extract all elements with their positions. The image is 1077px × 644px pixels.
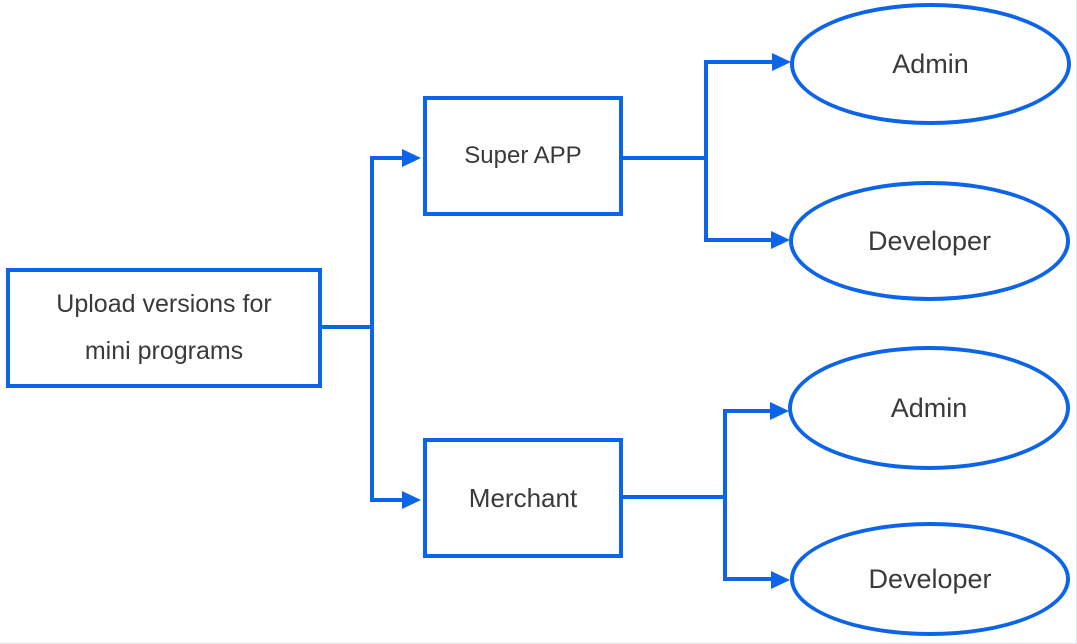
edge-merchant-branch bbox=[617, 409, 774, 581]
node-merchant: Merchant bbox=[423, 438, 623, 558]
node-super-app: Super APP bbox=[423, 96, 623, 216]
arrowhead-merchant-developer bbox=[771, 571, 790, 589]
edge-super-app-branch bbox=[617, 60, 776, 242]
node-upload-versions: Upload versions for mini programs bbox=[6, 268, 322, 388]
arrowhead-super-app bbox=[402, 149, 421, 167]
node-super-app-developer-label: Developer bbox=[867, 225, 992, 256]
arrowhead-super-app-admin bbox=[772, 53, 791, 71]
node-merchant-developer: Developer bbox=[790, 522, 1070, 636]
arrowhead-merchant bbox=[402, 491, 421, 509]
node-super-app-developer: Developer bbox=[789, 181, 1070, 301]
arrowhead-merchant-admin bbox=[770, 402, 789, 420]
node-merchant-developer-label: Developer bbox=[868, 563, 992, 594]
node-merchant-label: Merchant bbox=[468, 482, 578, 513]
node-super-app-admin: Admin bbox=[790, 3, 1071, 125]
node-super-app-admin-label: Admin bbox=[892, 48, 969, 79]
arrowhead-super-app-developer bbox=[771, 231, 790, 249]
node-merchant-admin: Admin bbox=[788, 346, 1070, 470]
edge-root-branch bbox=[316, 156, 406, 502]
node-merchant-admin-label: Admin bbox=[890, 392, 968, 423]
node-upload-versions-label-line1: Upload versions for bbox=[56, 290, 272, 318]
node-upload-versions-label-line2: mini programs bbox=[84, 337, 244, 365]
node-super-app-label: Super APP bbox=[464, 142, 582, 169]
